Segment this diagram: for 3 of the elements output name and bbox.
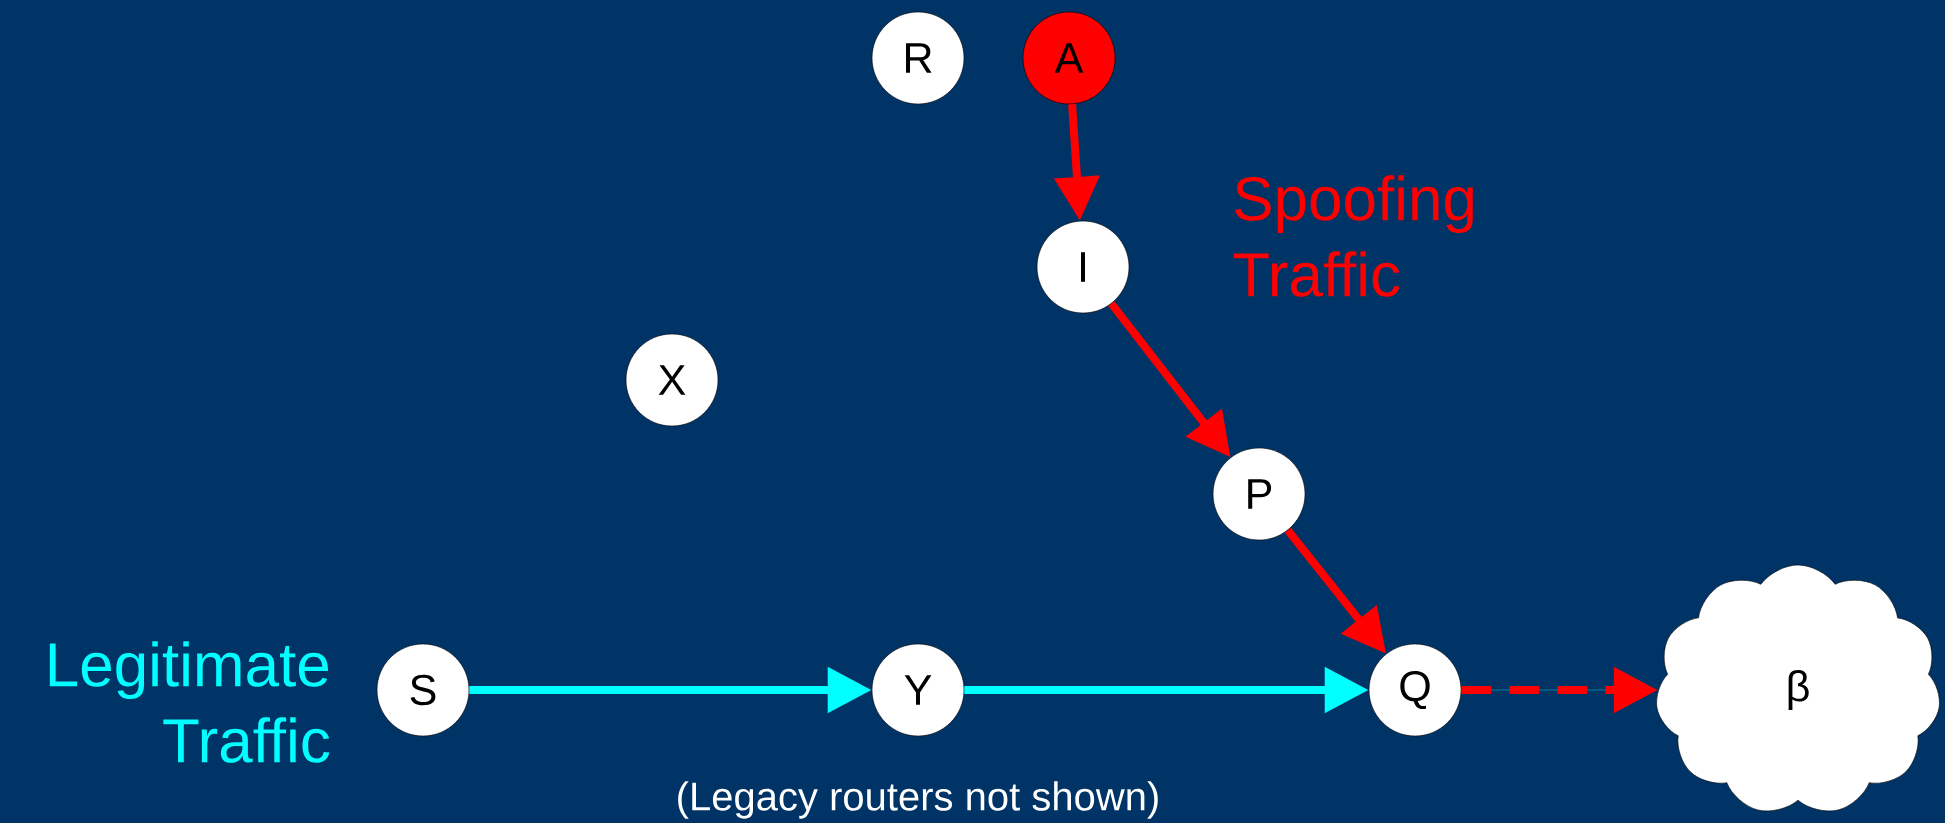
traffic-label: Spoofing Traffic [1233, 175, 1473, 297]
note-text: (Legacy routers not shown) [678, 781, 1158, 819]
traffic-label: Legitimate Traffic [49, 641, 330, 763]
